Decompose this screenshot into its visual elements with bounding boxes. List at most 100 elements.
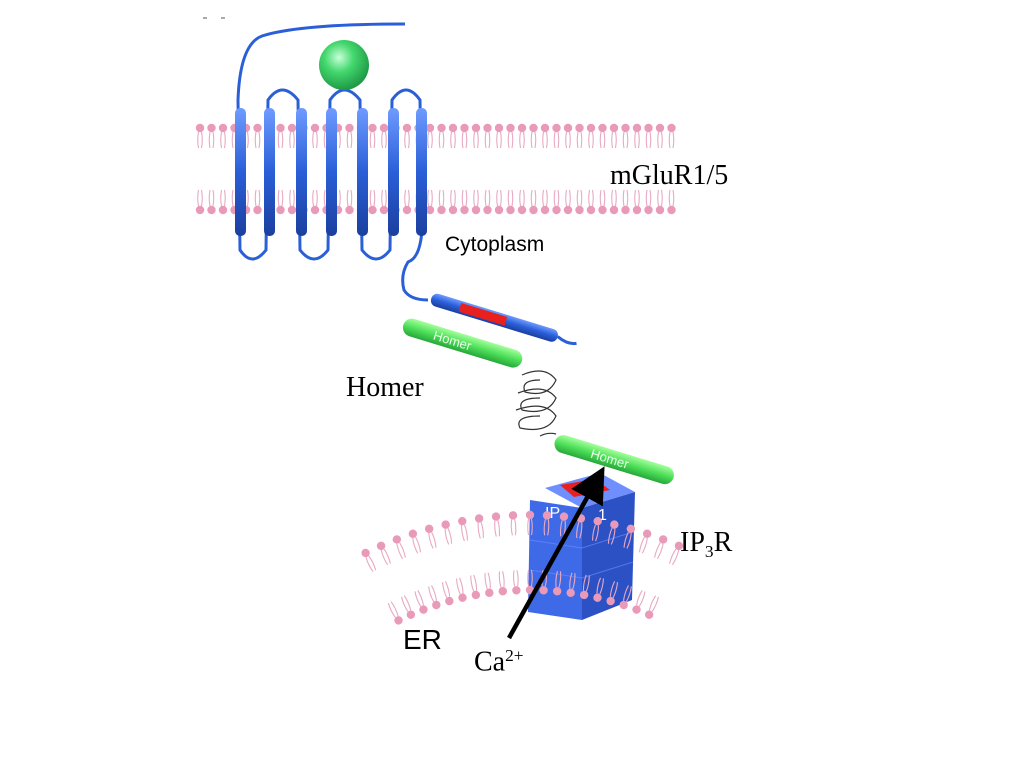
lipid — [374, 539, 394, 567]
lipid — [609, 189, 619, 215]
lipid — [597, 123, 608, 149]
lipid — [551, 189, 562, 215]
lipid — [471, 189, 481, 215]
ip3r-label-suffix: R — [713, 527, 733, 558]
cytoplasm-label: Cytoplasm — [445, 233, 545, 256]
lipid — [379, 123, 389, 149]
lipid — [505, 123, 516, 149]
lipid — [367, 123, 378, 149]
lipid — [528, 189, 539, 215]
lipid — [482, 189, 493, 215]
lipid — [206, 189, 217, 215]
lipid — [398, 594, 417, 621]
lipid — [423, 523, 440, 550]
lipid — [407, 527, 424, 555]
lipid — [636, 527, 653, 555]
mglur-label: mGluR1/5 — [610, 160, 729, 191]
lipid — [195, 189, 205, 215]
lipid — [379, 189, 389, 215]
lipid — [402, 189, 412, 215]
lipid — [666, 123, 677, 149]
lipid — [448, 189, 458, 215]
lipid — [643, 189, 654, 215]
lipid — [344, 189, 355, 215]
lipid — [359, 546, 379, 574]
lipid — [655, 123, 665, 149]
lipid — [448, 123, 458, 149]
lipid — [344, 123, 355, 149]
lipid — [252, 189, 263, 215]
ip3r-box-number: 1 — [598, 507, 607, 524]
lipid — [643, 594, 662, 621]
lipid — [310, 123, 320, 149]
lipid — [275, 123, 286, 149]
lipid — [440, 519, 455, 546]
lipid — [473, 513, 487, 540]
binding-motif-receptor — [458, 302, 508, 326]
lipid — [586, 189, 596, 215]
coiled-coil — [515, 370, 557, 437]
lipid — [574, 123, 585, 149]
er-label: ER — [403, 624, 442, 655]
ip3r-label-sub: 3 — [704, 542, 714, 562]
lipid — [436, 123, 447, 149]
lipid — [459, 189, 470, 215]
lipid — [390, 533, 409, 561]
lipid — [195, 123, 205, 149]
lipid — [206, 123, 217, 149]
lipid — [385, 599, 405, 627]
lipid — [574, 189, 585, 215]
lipid — [655, 189, 665, 215]
lipid — [620, 123, 631, 149]
lipid — [496, 570, 508, 597]
calcium-label: Ca2+ — [474, 646, 524, 679]
ligand-ball — [319, 40, 369, 90]
lipid — [630, 588, 649, 616]
lipid — [632, 189, 642, 215]
ip3r-label-base: IP — [680, 527, 705, 558]
calcium-label-base: Ca — [474, 646, 506, 678]
lipid — [494, 189, 504, 215]
lipid — [439, 580, 456, 607]
calcium-flux-arrow — [507, 466, 605, 640]
lipid — [310, 189, 320, 215]
homer-protein: Homer Homer — [402, 318, 674, 485]
lipid — [540, 189, 550, 215]
lipid — [482, 123, 493, 149]
lipid — [651, 533, 670, 561]
lipid — [287, 189, 297, 215]
lipid — [252, 123, 263, 149]
lipid — [287, 123, 297, 149]
lipid — [425, 189, 435, 215]
lipid — [643, 123, 654, 149]
lipid — [620, 189, 631, 215]
lipid — [367, 189, 378, 215]
lipid — [563, 189, 573, 215]
lipid — [597, 189, 608, 215]
lipid — [508, 510, 519, 537]
lipid — [517, 123, 527, 149]
ip3r-label: IP3R — [680, 527, 732, 562]
lipid — [425, 584, 443, 611]
lipid — [425, 123, 435, 149]
lipid — [517, 189, 527, 215]
lipid — [666, 189, 677, 215]
lipid — [471, 123, 481, 149]
lipid — [510, 569, 522, 596]
lipid — [402, 123, 412, 149]
lipid — [411, 588, 430, 616]
lipid — [551, 123, 562, 149]
lipid — [505, 189, 516, 215]
lipid — [609, 123, 619, 149]
lipid — [481, 571, 495, 599]
lipid — [563, 123, 573, 149]
lipid — [459, 123, 470, 149]
lipid — [275, 189, 286, 215]
lipid — [494, 123, 504, 149]
lipid — [453, 576, 469, 604]
mglur-c-terminal — [430, 293, 577, 346]
homer-label: Homer — [346, 372, 424, 403]
lipid — [467, 573, 482, 601]
mglur-receptor — [235, 22, 429, 302]
